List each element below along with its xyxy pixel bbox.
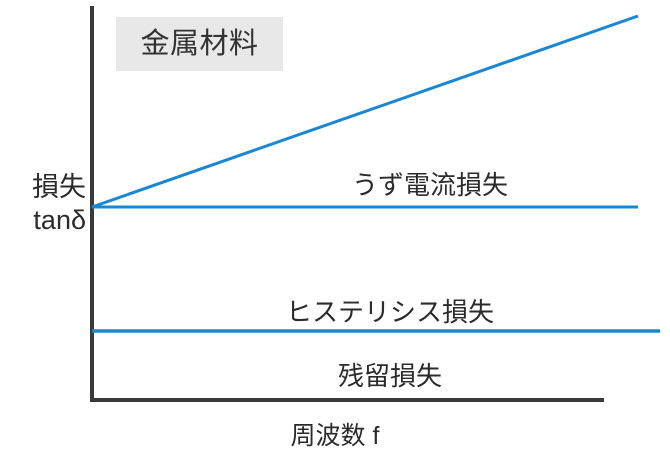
y-axis-label-line-1: 損失 <box>32 172 86 202</box>
region-label-eddy-current-loss: うず電流損失 <box>351 170 508 200</box>
material-title-chip: 金属材料 <box>116 17 283 71</box>
region-label-hysteresis-loss: ヒステリシス損失 <box>285 297 494 327</box>
x-axis-label: 周波数 f <box>290 422 380 450</box>
material-title-text: 金属材料 <box>140 27 259 60</box>
region-label-residual-loss: 残留損失 <box>337 361 442 391</box>
y-axis-label-line-2: tanδ <box>33 205 86 235</box>
y-axis-label: 損失 tanδ <box>0 171 86 237</box>
eddy-current-loss-boundary-line <box>91 14 639 209</box>
